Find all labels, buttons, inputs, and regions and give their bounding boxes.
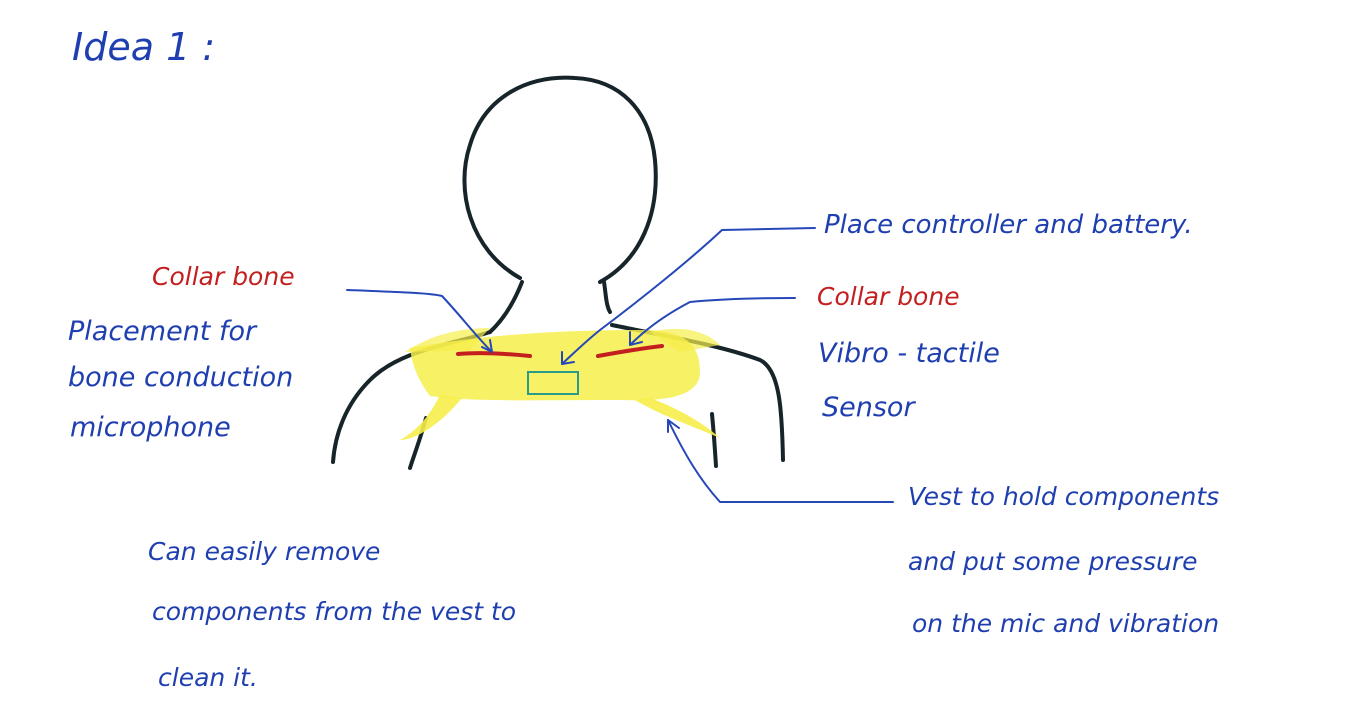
- head-outline: [462, 75, 658, 284]
- arrowhead-controller: [561, 351, 575, 365]
- vest-shoulder-right: [650, 328, 720, 352]
- controller-battery-box: [527, 371, 579, 395]
- controller-label: Place controller and battery.: [824, 210, 1193, 240]
- pointer-vest: [667, 419, 894, 503]
- collar-bone-right-mark: [596, 344, 664, 358]
- arm-right-inner: [710, 412, 718, 468]
- collar-bone-right-label: Collar bone: [817, 282, 960, 311]
- vest-line-3: on the mic and vibration: [912, 609, 1219, 638]
- arrowhead-vest: [667, 419, 680, 433]
- arrowhead-collar-right: [629, 331, 643, 346]
- placement-line-1: Placement for: [68, 316, 258, 347]
- vest-strap-left: [400, 395, 462, 440]
- vibro-line-1: Vibro - tactile: [818, 338, 1000, 369]
- vest-line-2: and put some pressure: [908, 547, 1198, 576]
- pointer-controller: [561, 227, 816, 365]
- vibro-line-2: Sensor: [822, 392, 916, 423]
- pointer-collar-left: [346, 289, 493, 353]
- idea-title: Idea 1 :: [72, 25, 215, 69]
- arrowhead-collar-left: [481, 339, 493, 353]
- remove-line-1: Can easily remove: [148, 537, 380, 566]
- placement-line-3: microphone: [70, 412, 231, 443]
- neck-left-line: [488, 280, 524, 334]
- remove-line-2: components from the vest to: [152, 597, 516, 626]
- neck-right-line: [602, 280, 612, 314]
- vest-line-1: Vest to hold components: [908, 482, 1219, 511]
- vest-strap-right: [635, 398, 720, 438]
- vest-shoulder-left: [405, 328, 490, 352]
- remove-line-3: clean it.: [158, 663, 258, 692]
- pointer-collar-right: [629, 297, 796, 346]
- collar-bone-left-label: Collar bone: [152, 262, 295, 291]
- placement-line-2: bone conduction: [68, 362, 293, 393]
- collar-bone-left-mark: [456, 351, 532, 358]
